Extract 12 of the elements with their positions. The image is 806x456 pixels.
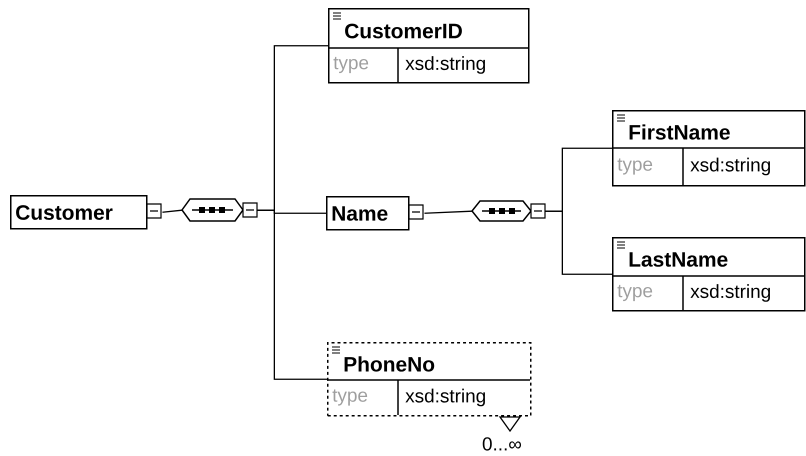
connector-line (257, 210, 327, 380)
element-box: PhoneNo type xsd:string (327, 342, 532, 416)
sequence-compositor (181, 198, 258, 222)
connector-line (162, 210, 182, 213)
connector-line (545, 210, 612, 275)
element-box: Name (326, 196, 424, 230)
element-box: LastName type xsd:string (612, 237, 806, 312)
occurrence-label: 0...∞ (482, 437, 521, 451)
element-box: Customer (10, 195, 162, 230)
element-box: FirstName type xsd:string (612, 110, 806, 186)
element-box: CustomerID type xsd:string (328, 8, 530, 84)
sequence-compositor (471, 200, 546, 222)
